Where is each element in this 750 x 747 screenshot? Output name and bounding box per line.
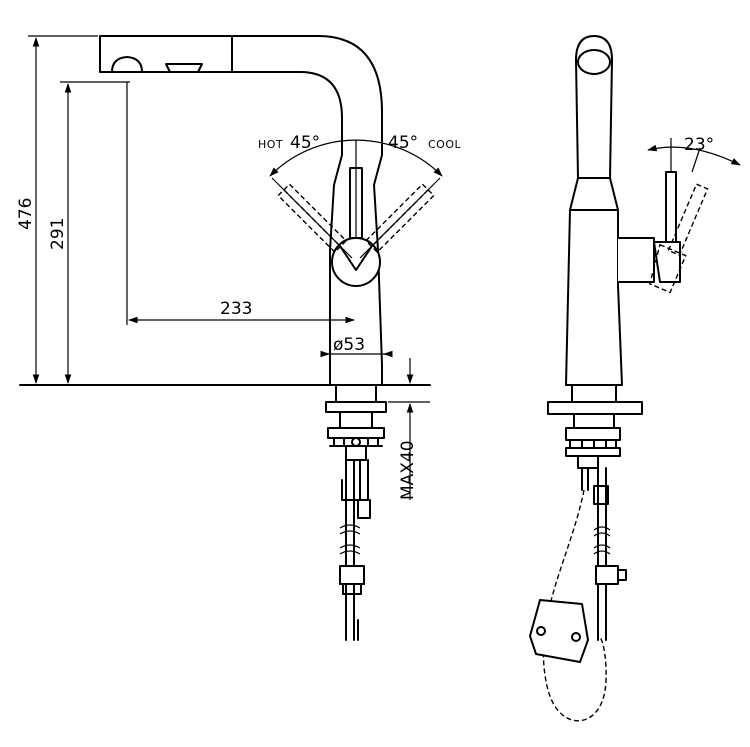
nut-bolt xyxy=(351,437,361,447)
counterweight-screw-left xyxy=(536,626,546,636)
mounting-plate xyxy=(325,401,387,413)
pullout-hose-loop xyxy=(542,489,607,722)
side-hose-left xyxy=(581,467,589,491)
side-valve-handle xyxy=(617,569,627,581)
cool-label: COOL xyxy=(428,138,461,151)
shank-top xyxy=(335,384,377,403)
supply-hoses xyxy=(339,459,371,641)
hot-label: HOT xyxy=(258,138,283,151)
tilt-arc xyxy=(647,144,741,166)
side-hose-right xyxy=(597,467,607,641)
shank xyxy=(339,411,373,429)
side-lever xyxy=(665,171,677,245)
dim-tilt-angle: 23° xyxy=(684,135,714,155)
handle-hub-mark xyxy=(339,245,373,271)
side-deck-plate xyxy=(547,401,643,415)
cool-angle-label: 45° xyxy=(388,133,418,153)
threaded-rod xyxy=(345,445,367,461)
arc-ref-line-left xyxy=(271,177,353,259)
side-hose-connector xyxy=(593,485,609,505)
hose-counterweight xyxy=(529,599,589,663)
side-view: 23° xyxy=(529,35,741,722)
dim-base-diameter: ø53 xyxy=(333,335,365,355)
side-break-marks xyxy=(593,526,611,555)
front-view: HOT 45° 45° COOL 476 xyxy=(16,35,461,641)
side-nut-teeth xyxy=(565,439,621,457)
dim-total-height: 476 xyxy=(16,198,36,230)
spray-button xyxy=(165,63,203,73)
side-threaded-rod xyxy=(577,455,599,469)
side-lever-cam xyxy=(653,241,681,283)
rotation-arc xyxy=(269,139,443,177)
side-shank-top xyxy=(571,384,617,403)
counterweight-screw-right xyxy=(571,632,581,642)
nozzle xyxy=(111,56,143,73)
dim-spout-height: 291 xyxy=(48,218,68,250)
spout-outline xyxy=(99,35,383,386)
side-lever-housing xyxy=(617,237,655,283)
side-spout-cap xyxy=(577,49,611,75)
side-shank xyxy=(573,413,615,429)
mounting-nut xyxy=(327,427,385,439)
side-lever-tilted xyxy=(649,183,709,294)
side-spout-tube xyxy=(575,35,613,179)
side-body xyxy=(565,177,623,386)
side-mounting-nut xyxy=(565,427,621,441)
dim-max-deck: MAX40 xyxy=(398,440,418,500)
hot-angle-label: 45° xyxy=(290,133,320,153)
arc-ref-line-right xyxy=(359,177,441,259)
dim-spout-reach: 233 xyxy=(220,299,252,319)
side-valve xyxy=(595,565,619,585)
